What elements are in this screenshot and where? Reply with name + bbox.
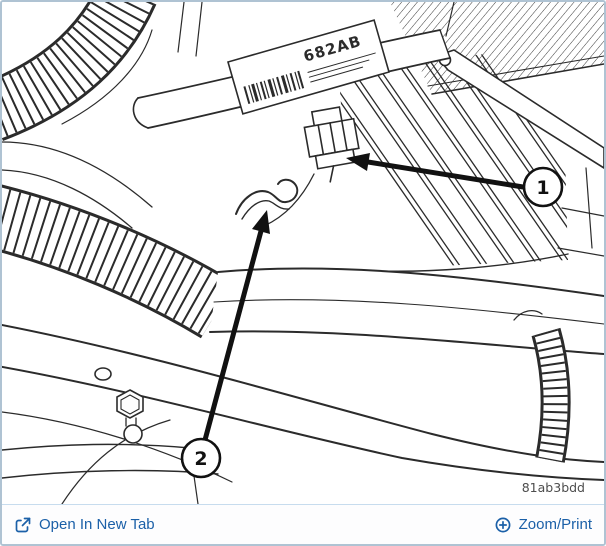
- zoom-print-label: Zoom/Print: [518, 516, 592, 533]
- smooth-hose-center: [209, 267, 604, 355]
- callout-1: 1: [522, 166, 564, 208]
- arrow-1-head: [346, 153, 370, 171]
- zoom-print-icon: [495, 517, 511, 532]
- callout-2-number: 2: [194, 448, 207, 470]
- corrugated-hose-top-left: [2, 2, 157, 141]
- barcode: [243, 70, 305, 105]
- electrical-connector: [303, 106, 360, 183]
- viewer-footer: Open In New Tab Zoom/Print: [2, 504, 604, 544]
- retaining-clip: [235, 178, 299, 220]
- open-in-new-tab-link[interactable]: Open In New Tab: [14, 516, 155, 534]
- open-in-new-tab-icon: [15, 517, 31, 532]
- line-art: 682AB: [2, 2, 604, 504]
- arrow-2-head: [252, 210, 270, 234]
- diagram-canvas: 682AB: [2, 2, 604, 504]
- label-fine-print: [307, 52, 376, 83]
- harness-label: 682AB: [227, 19, 390, 115]
- zoom-print-link[interactable]: Zoom/Print: [494, 516, 592, 534]
- callout-arrows: [202, 153, 526, 443]
- engine-diagram: 682AB: [2, 2, 604, 504]
- lower-hose-band: [2, 323, 604, 483]
- radiator-hatching: [390, 2, 604, 95]
- callout-1-number: 1: [536, 177, 549, 199]
- corrugated-tube-right: [531, 327, 571, 463]
- bolt-sensor: [94, 367, 144, 444]
- figure-id: 81ab3bdd: [522, 480, 585, 495]
- open-in-new-tab-label: Open In New Tab: [39, 516, 155, 533]
- callout-2: 2: [180, 437, 222, 479]
- corrugated-hose-left: [2, 184, 236, 339]
